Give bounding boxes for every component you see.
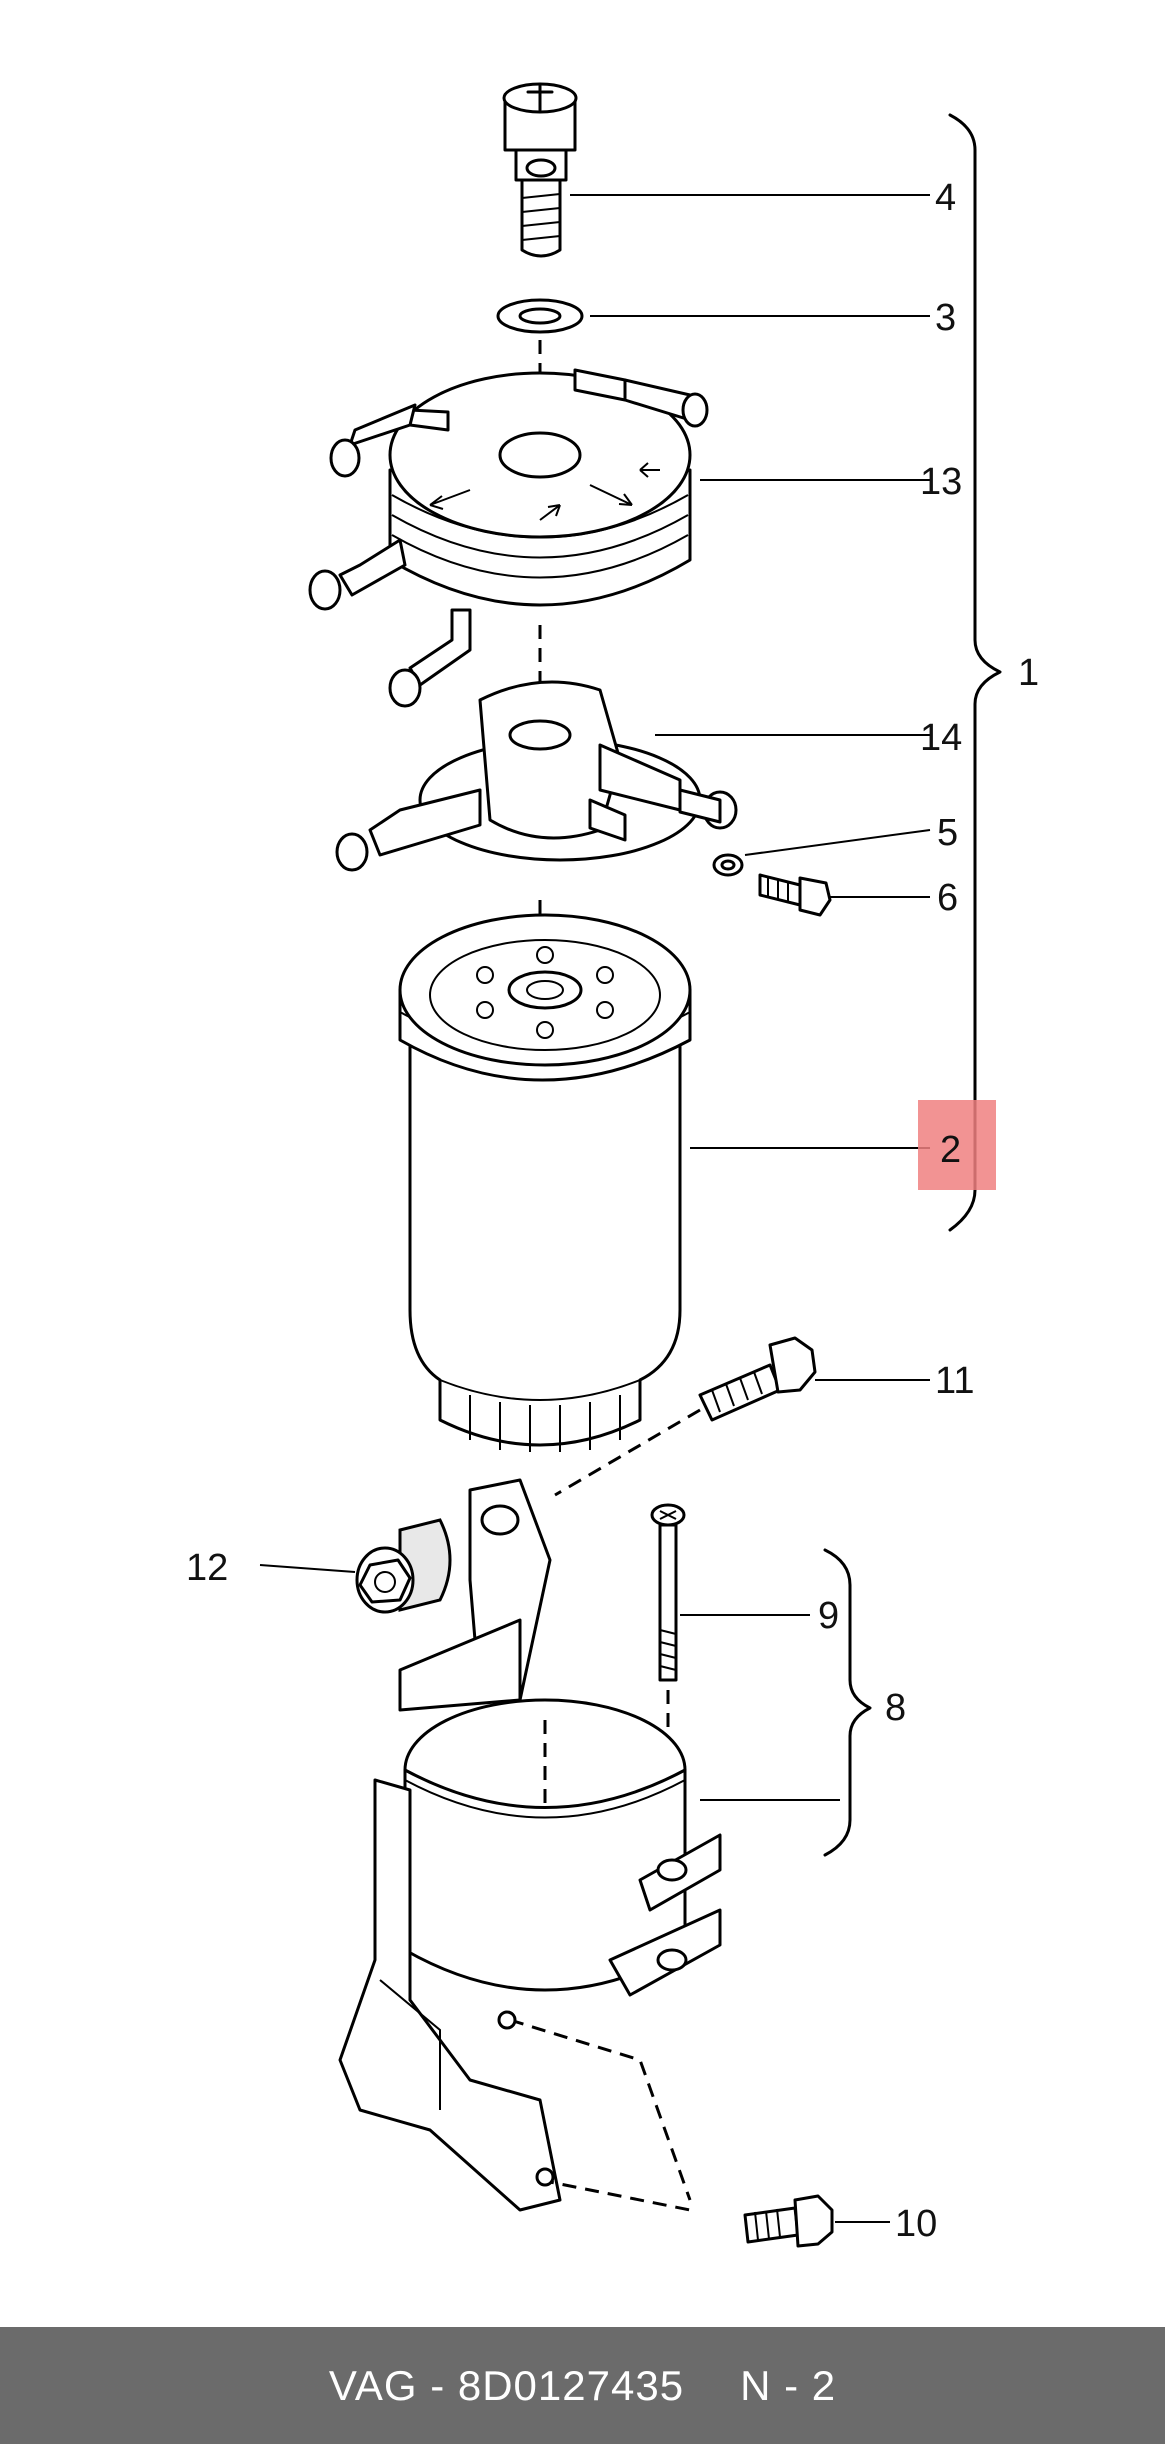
assembly-brace-8 [823,1548,872,1857]
footer-separator-space-2 [445,2362,458,2410]
bleed-screw-part [758,873,832,917]
callout-12: 12 [186,1547,228,1589]
footer-part-number: 8D0127435 [457,2361,685,2409]
callout-8: 8 [885,1687,906,1729]
callout-13: 13 [920,461,962,503]
sealing-washer-part [496,298,584,334]
leader-lines [259,194,931,2223]
callout-1: 1 [1018,652,1039,694]
bolt-10-part [743,2194,834,2248]
fuel-filter-part [398,913,692,1452]
banjo-bolt-part [502,82,578,258]
bolt-11-part [554,1336,817,1497]
footer-separator: - [430,2361,446,2409]
callout-9: 9 [818,1595,839,1637]
callout-highlight [918,1100,996,1190]
filter-head-part [308,368,709,708]
callout-14: 14 [920,717,962,759]
footer-separator-space [418,2362,431,2410]
bracket-clamp-part [338,1478,722,2212]
callout-11: 11 [935,1360,974,1402]
callout-10: 10 [895,2203,937,2245]
callout-6: 6 [937,877,958,919]
callout-4: 4 [935,177,956,219]
callout-2: 2 [940,1129,961,1171]
footer-code: N - 2 [740,2361,837,2409]
parts-diagram: 4 3 13 1 14 5 6 2 11 12 9 8 10 [186,82,1039,2248]
callout-3: 3 [935,297,956,339]
valve-housing-part [335,680,738,872]
small-washer-part [712,853,744,877]
footer-brand: VAG [328,2361,418,2409]
callout-5: 5 [937,812,958,854]
part-footer: VAG - 8D0127435 N - 2 [0,2327,1165,2444]
rubber-mount-part [355,1518,452,1614]
assembly-brace-1 [948,113,1002,1232]
